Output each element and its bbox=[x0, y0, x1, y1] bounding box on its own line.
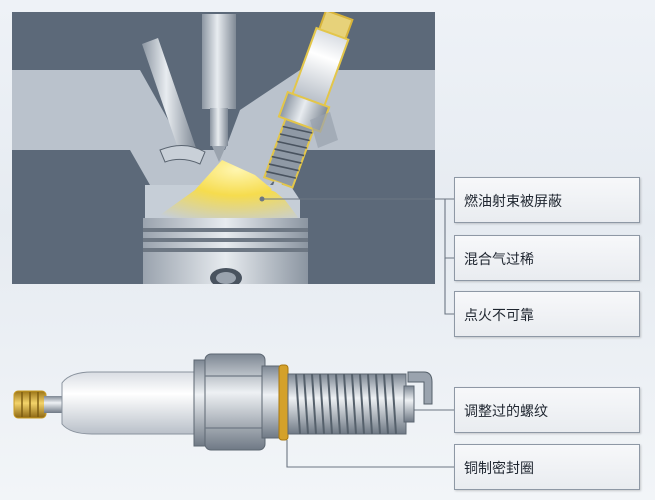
label-mixture-too-lean: 混合气过稀 bbox=[454, 235, 640, 281]
label-fuel-spray-shielded: 燃油射束被屏蔽 bbox=[454, 177, 640, 223]
label-text: 点火不可靠 bbox=[464, 308, 534, 324]
spark-plug-side-view bbox=[13, 353, 433, 451]
hex-shell bbox=[193, 353, 281, 451]
threaded-body bbox=[287, 373, 407, 435]
fuel-spray-glow bbox=[160, 160, 300, 224]
label-adjusted-thread: 调整过的螺纹 bbox=[454, 387, 640, 433]
installed-spark-plug bbox=[262, 12, 354, 194]
ground-electrode bbox=[403, 371, 433, 423]
cylinder-head bbox=[12, 70, 435, 185]
label-text: 混合气过稀 bbox=[464, 252, 534, 268]
terminal-nut bbox=[13, 390, 64, 419]
copper-seal-ring bbox=[278, 364, 289, 441]
fuel-injector bbox=[202, 14, 236, 162]
label-text: 铜制密封圈 bbox=[464, 461, 534, 477]
label-copper-seal: 铜制密封圈 bbox=[454, 444, 640, 490]
ceramic-insulator bbox=[61, 371, 199, 435]
engine-cutaway bbox=[12, 12, 435, 284]
label-text: 调整过的螺纹 bbox=[464, 404, 548, 420]
callout-dot bbox=[259, 196, 265, 202]
label-ignition-unreliable: 点火不可靠 bbox=[454, 291, 640, 337]
label-text: 燃油射束被屏蔽 bbox=[464, 194, 562, 210]
intake-valve bbox=[142, 38, 206, 165]
piston bbox=[143, 218, 308, 284]
